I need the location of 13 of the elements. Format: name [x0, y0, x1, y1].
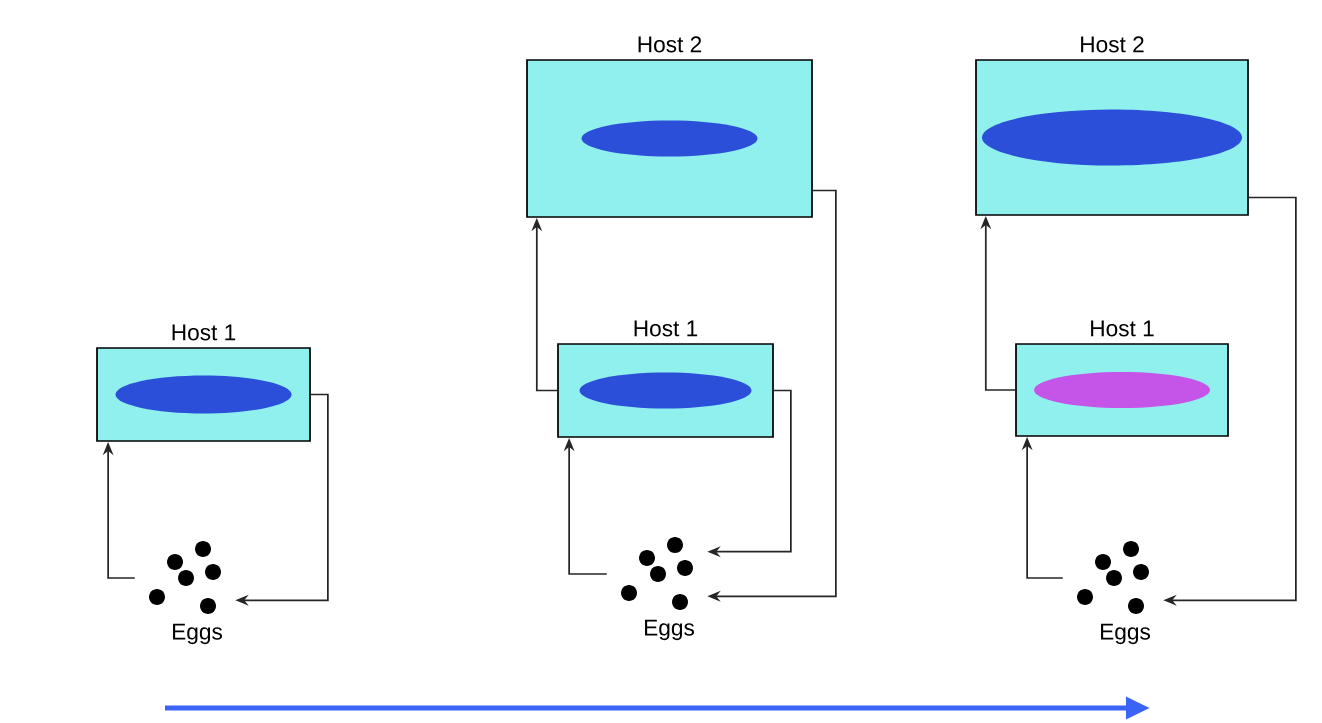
- node-label: Eggs: [1101, 623, 1150, 645]
- box-heading: Host 1: [634, 320, 698, 337]
- node-label: Eggs: [173, 623, 222, 645]
- node-label: Eggs: [645, 619, 694, 641]
- oval: [1034, 372, 1210, 408]
- box-heading: Host 1: [172, 324, 236, 341]
- oval: [115, 375, 292, 414]
- box-heading: Host 2: [1081, 36, 1144, 53]
- oval: [579, 372, 752, 409]
- oval: [982, 109, 1242, 166]
- box-heading: Host 2: [638, 36, 702, 53]
- oval: [581, 120, 758, 157]
- box-heading: Host 1: [1091, 320, 1154, 337]
